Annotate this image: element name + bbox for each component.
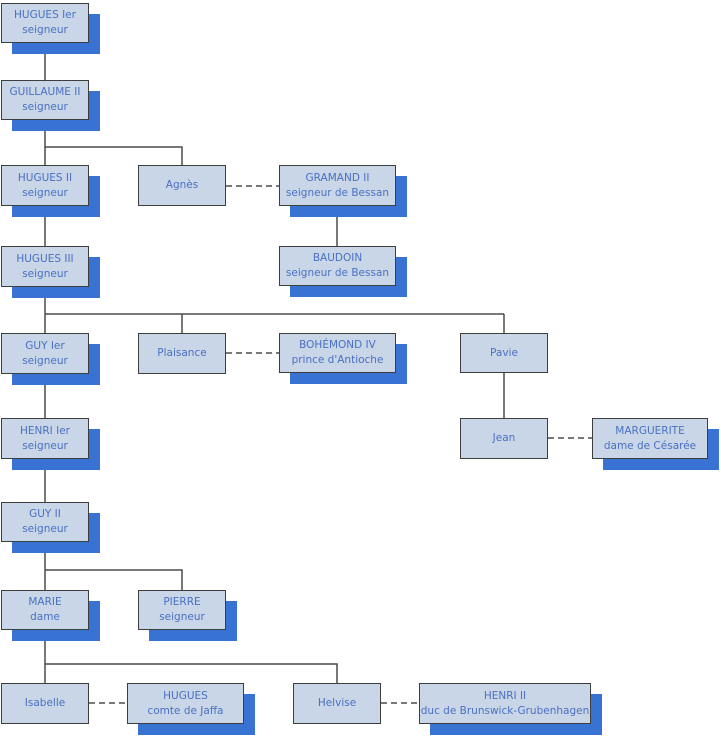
descent-edge [45, 663, 338, 683]
person-box-jean[interactable]: Jean [460, 418, 548, 459]
person-name: MARIE [28, 596, 62, 608]
person-box-pavie[interactable]: Pavie [460, 333, 548, 373]
person-name: HENRI II [483, 689, 527, 702]
person-name: BAUDOIN [312, 252, 363, 264]
person-title: seigneur de Bessan [285, 186, 390, 199]
person-name: GUY II [29, 508, 61, 520]
person-name: HUGUES II [17, 171, 73, 184]
person-title: seigneur [22, 439, 68, 452]
person-title: duc de Brunswick-Grubenhagen [420, 704, 590, 717]
person-box-hugues-3[interactable]: HUGUES III seigneur [1, 246, 89, 287]
person-box-guillaume-2[interactable]: GUILLAUME II seigneur [1, 80, 89, 120]
person-box-henri-2[interactable]: HENRI II duc de Brunswick-Grubenhagen [419, 683, 591, 724]
person-title: seigneur [22, 354, 68, 367]
person-box-marie[interactable]: MARIE dame [1, 590, 89, 630]
person-box-helvise[interactable]: Helvise [293, 683, 381, 724]
person-box-hugues-2[interactable]: HUGUES II seigneur [1, 165, 89, 206]
person-box-baudoin[interactable]: BAUDOIN seigneur de Bessan [279, 246, 396, 286]
person-title: seigneur [22, 523, 68, 535]
person-name: HENRI Ier [20, 424, 70, 437]
person-title: seigneur de Bessan [285, 267, 390, 279]
descent-edge [45, 146, 183, 165]
person-title: seigneur [159, 611, 205, 623]
person-box-bohemond-4[interactable]: BOHÉMOND IV prince d'Antioche [279, 333, 396, 373]
person-box-pierre[interactable]: PIERRE seigneur [138, 590, 226, 630]
person-box-isabelle[interactable]: Isabelle [1, 683, 89, 724]
person-box-guy-1[interactable]: GUY Ier seigneur [1, 333, 89, 374]
person-title: prince d'Antioche [291, 354, 384, 366]
person-name: Agnès [165, 179, 199, 191]
person-box-marguerite[interactable]: MARGUERITE dame de Césarée [592, 418, 708, 459]
person-name: Plaisance [157, 347, 207, 359]
person-box-gramand-2[interactable]: GRAMAND II seigneur de Bessan [279, 165, 396, 206]
person-title: seigneur [22, 101, 68, 113]
person-title: seigneur [22, 186, 68, 199]
person-box-plaisance[interactable]: Plaisance [138, 333, 226, 374]
person-name: GRAMAND II [305, 171, 370, 184]
person-title: seigneur [22, 267, 68, 280]
person-name: MARGUERITE [615, 424, 685, 437]
person-name: Pavie [490, 346, 518, 359]
descent-edge [45, 569, 183, 590]
person-name: GUILLAUME II [9, 86, 81, 98]
person-title: comte de Jaffa [147, 704, 224, 717]
person-name: HUGUES Ier [14, 9, 76, 21]
person-name: Helvise [317, 697, 357, 709]
person-title: dame [30, 611, 60, 623]
person-name: HUGUES [163, 689, 208, 702]
person-title: seigneur [22, 24, 68, 36]
person-box-guy-2[interactable]: GUY II seigneur [1, 502, 89, 542]
person-box-hugues-jaffa[interactable]: HUGUES comte de Jaffa [127, 683, 244, 724]
person-name: Isabelle [24, 697, 66, 709]
person-box-hugues-1[interactable]: HUGUES Ier seigneur [1, 3, 89, 43]
person-name: HUGUES III [16, 252, 74, 265]
person-name: BOHÉMOND IV [299, 339, 376, 351]
person-name: Jean [492, 432, 516, 444]
person-name: PIERRE [163, 596, 201, 608]
person-name: GUY Ier [25, 339, 65, 352]
person-box-agnes[interactable]: Agnès [138, 165, 226, 206]
person-title: dame de Césarée [603, 439, 697, 452]
person-box-henri-1[interactable]: HENRI Ier seigneur [1, 418, 89, 459]
